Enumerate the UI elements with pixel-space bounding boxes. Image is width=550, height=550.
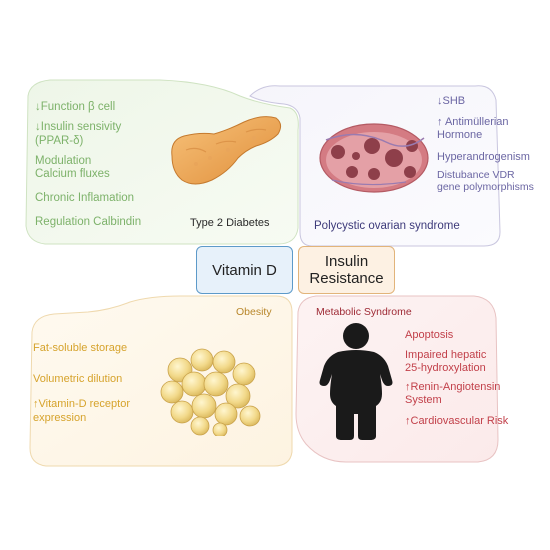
diabetes-item-inflammation: Chronic Inflamation — [35, 192, 135, 204]
person-silhouette-icon — [319, 323, 393, 440]
diabetes-panel — [25, 79, 299, 245]
obesity-item-dilution: Volumetric dilution — [33, 373, 123, 385]
metabolic-item-system: System — [405, 394, 442, 406]
metabolic-item-apoptosis: Apoptosis — [405, 329, 454, 341]
insulin-label-line2: Resistance — [309, 270, 384, 287]
diabetes-title: Type 2 Diabetes — [190, 217, 270, 229]
pcos-item-shb: ↓SHB — [437, 95, 466, 107]
vitamin-d-box: Vitamin D — [196, 246, 293, 294]
pcos-item-amh: ↑ Antimüllerian — [437, 116, 509, 128]
obesity-item-storage: Fat-soluble storage — [33, 342, 128, 354]
vitamin-d-label: Vitamin D — [212, 261, 277, 279]
diabetes-item-ppar: (PPAR-δ) — [35, 135, 84, 147]
metabolic-item-hepatic: Impaired hepatic — [405, 349, 487, 361]
diabetes-item-beta-cell: ↓Function β cell — [35, 101, 116, 113]
metabolic-item-cardiovascular: ↑Cardiovascular Risk — [405, 415, 509, 427]
pcos-title: Polycystic ovarian syndrome — [314, 220, 460, 232]
pcos-item-vdr: Distubance VDR — [437, 169, 515, 181]
diabetes-item-insulin-sensitivity: ↓Insulin sensivity — [35, 121, 122, 133]
insulin-resistance-box: Insulin Resistance — [298, 246, 395, 294]
metabolic-item-renin: ↑Renin-Angiotensin — [405, 381, 501, 393]
metabolic-title: Metabolic Syndrome — [316, 306, 412, 318]
obesity-item-vdr: ↑Vitamin-D receptor — [33, 398, 130, 410]
pcos-item-hyperandrogenism: Hyperandrogenism — [437, 151, 530, 163]
ovary-icon — [319, 123, 429, 193]
insulin-label-line1: Insulin — [324, 253, 369, 270]
pcos-item-hormone: Hormone — [437, 129, 483, 141]
pcos-item-polymorphisms: gene polymorphisms — [437, 181, 534, 193]
obesity-title: Obesity — [236, 306, 272, 318]
diabetes-item-calcium: Calcium fluxes — [35, 168, 110, 180]
pancreas-icon — [171, 116, 282, 185]
fat-cells-icon — [160, 348, 261, 436]
obesity-item-expression: expression — [33, 412, 87, 424]
metabolic-item-hydroxylation: 25-hydroxylation — [405, 362, 486, 374]
diabetes-item-modulation: Modulation — [35, 155, 92, 167]
diabetes-item-calbindin: Regulation Calbindin — [35, 216, 142, 228]
